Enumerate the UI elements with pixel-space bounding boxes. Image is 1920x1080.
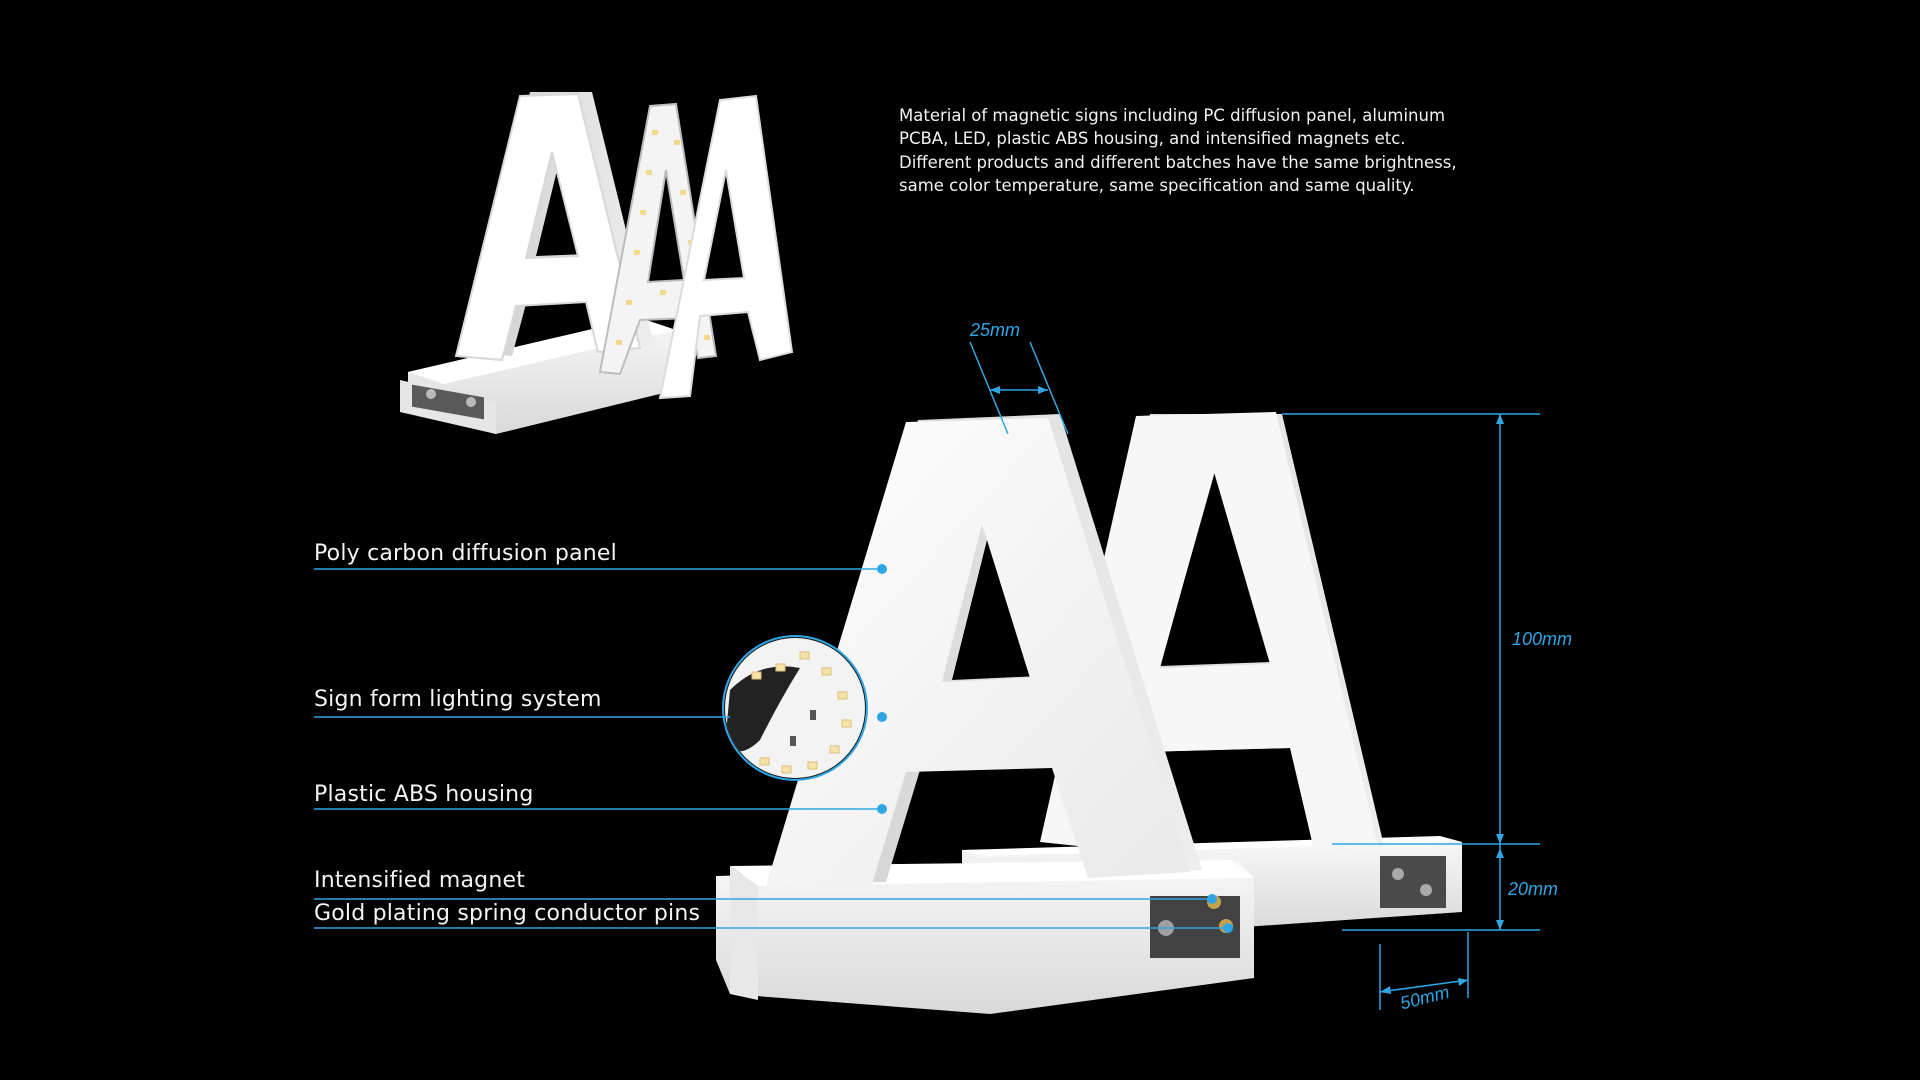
dimension-height-label: 100mm	[1512, 629, 1573, 649]
small-diffusion-a	[658, 94, 794, 400]
back-base-magnet-plate	[1380, 856, 1446, 908]
leader-dot	[877, 804, 887, 814]
pcb-zoom-circle	[722, 635, 868, 781]
small-pin	[426, 389, 436, 399]
description-line: PCBA, LED, plastic ABS housing, and inte…	[899, 129, 1406, 149]
callout-abs-housing: Plastic ABS housing	[314, 782, 534, 807]
front-letter-a	[766, 418, 1190, 886]
description-line: Material of magnetic signs including PC …	[899, 106, 1446, 125]
callout-pins: Gold plating spring conductor pins	[314, 901, 701, 926]
dimension-lines	[969, 341, 1540, 1010]
small-housing-a-front	[454, 92, 642, 362]
description-line: Different products and different batches…	[899, 152, 1457, 172]
small-pin	[466, 397, 476, 407]
dimension-base-height-label: 20mm	[1508, 879, 1559, 899]
callout-magnet: Intensified magnet	[314, 868, 526, 893]
description-line: same color temperature, same specificati…	[899, 175, 1415, 195]
front-letter-illustration	[716, 414, 1254, 1014]
callout-diffusion-panel: Poly carbon diffusion panel	[314, 541, 617, 566]
exploded-view-illustration	[400, 92, 794, 434]
leader-dot	[1223, 923, 1233, 933]
front-base	[716, 862, 1254, 1014]
leader-dot	[1207, 894, 1217, 904]
leader-dot	[877, 712, 887, 722]
dimension-depth-label: 25mm	[970, 320, 1021, 340]
callout-leaders	[314, 564, 1233, 933]
leader-dot	[877, 564, 887, 574]
callout-lighting-system: Sign form lighting system	[314, 687, 602, 712]
product-description: Material of magnetic signs including PC …	[899, 104, 1459, 197]
